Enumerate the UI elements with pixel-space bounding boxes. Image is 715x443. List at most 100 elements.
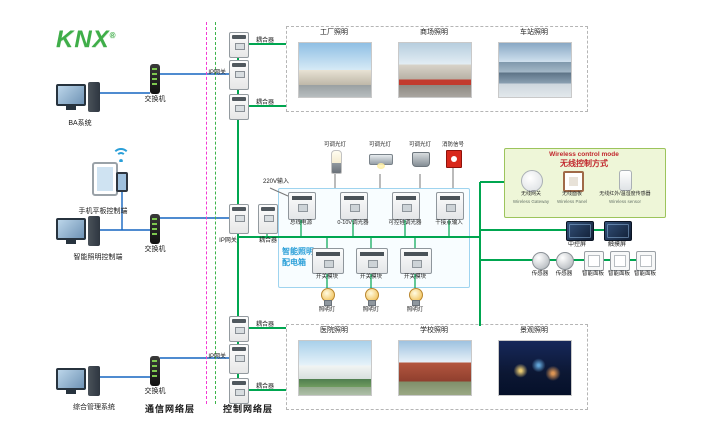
monitor-icon bbox=[56, 84, 86, 110]
monitor-icon bbox=[56, 218, 86, 244]
ethernet-switch-icon bbox=[150, 214, 160, 244]
switch-label: 交换机 bbox=[144, 96, 166, 103]
screen-label: 触摸屏 bbox=[607, 242, 626, 248]
coupler-label: 耦合器 bbox=[255, 384, 274, 390]
terminal-management-icon bbox=[56, 366, 102, 402]
coupler-icon bbox=[229, 378, 249, 404]
terminal-ba-label: BA系统 bbox=[68, 120, 92, 127]
coupler-label: 耦合器 bbox=[255, 100, 274, 106]
wireless-item-label-cn: 无线红外/温湿度传感器 bbox=[599, 191, 651, 197]
coupler-label: 耦合器 bbox=[255, 38, 274, 44]
tower-icon bbox=[88, 216, 100, 246]
gallery-label: 学校照明 bbox=[420, 327, 448, 334]
dimmable-lamp-label: 可调光灯 bbox=[408, 142, 431, 148]
mains-input-label: 220V输入 bbox=[262, 179, 289, 185]
coupler-icon bbox=[258, 204, 278, 234]
gallery-label: 景观照明 bbox=[520, 327, 548, 334]
dimmer-0-10v-module-icon bbox=[340, 192, 368, 220]
lamp-label: 照明灯 bbox=[406, 307, 424, 313]
dimmable-lamp-label: 可调光灯 bbox=[368, 142, 391, 148]
terminal-ba-icon bbox=[56, 82, 102, 118]
coupler-label: 耦合器 bbox=[258, 238, 277, 244]
bus-power-module-icon bbox=[288, 192, 316, 220]
coupler-icon bbox=[229, 94, 249, 120]
touch-screen-icon bbox=[604, 221, 632, 241]
wireless-item-label-en: Wireless Panel bbox=[556, 199, 587, 204]
sensor-label: 传感器 bbox=[555, 271, 573, 277]
coupler-label: 耦合器 bbox=[255, 322, 274, 328]
ip-gateway-icon bbox=[229, 60, 249, 90]
tower-icon bbox=[88, 366, 100, 396]
phone-icon bbox=[116, 172, 128, 192]
wireless-gateway-icon bbox=[521, 170, 543, 192]
ip-gateway-label: IP网关 bbox=[219, 238, 237, 244]
tower-icon bbox=[88, 82, 100, 112]
fire-signal-label: 消防信号 bbox=[441, 142, 464, 148]
wireless-sensor-icon bbox=[619, 170, 632, 191]
fire-alarm-icon bbox=[446, 150, 462, 168]
gallery-label: 工厂照明 bbox=[320, 29, 348, 36]
wireless-item-label-cn: 无线网关 bbox=[520, 191, 541, 197]
terminal-lighting-label: 智能照明控制端 bbox=[73, 254, 123, 261]
spotlight-icon bbox=[412, 152, 430, 167]
lamp-label: 照明灯 bbox=[362, 307, 380, 313]
ethernet-switch-icon bbox=[150, 356, 160, 386]
panel-label: 智能面板 bbox=[633, 271, 656, 277]
module-label: 开关模块 bbox=[315, 274, 338, 280]
ctrl-layer-label: 控制网络层 bbox=[222, 404, 273, 414]
module-label: 0-10V调光器 bbox=[337, 220, 369, 226]
ctrl-layer-divider bbox=[215, 22, 216, 404]
lamp-label: 照明灯 bbox=[318, 307, 336, 313]
sensor-label: 传感器 bbox=[531, 271, 549, 277]
ethernet-switch-icon bbox=[150, 64, 160, 94]
panel-label: 智能面板 bbox=[581, 271, 604, 277]
terminal-mobile-label: 手机平板控制端 bbox=[78, 208, 128, 215]
dimmable-lamp-label: 可调光灯 bbox=[323, 142, 346, 148]
ip-gateway-label: IP网关 bbox=[208, 70, 226, 76]
gallery-label: 医院照明 bbox=[320, 327, 348, 334]
ethernet-lines bbox=[100, 73, 229, 378]
knx-logo: KNX® bbox=[56, 26, 117, 54]
downlight-icon bbox=[369, 154, 393, 169]
photo-mall-lighting bbox=[398, 42, 472, 98]
smart-panel-icon bbox=[636, 251, 656, 271]
smart-panel-icon bbox=[610, 251, 630, 271]
switch-label: 交换机 bbox=[144, 388, 166, 395]
registered-mark: ® bbox=[109, 31, 117, 40]
module-label: 可控硅调光器 bbox=[388, 220, 422, 226]
module-label: 干接点输入 bbox=[435, 220, 463, 226]
dimmable-lamp-icon bbox=[331, 150, 342, 174]
wifi-icon bbox=[112, 148, 130, 162]
wireless-panel-icon bbox=[563, 171, 584, 192]
ip-gateway-label: IP网关 bbox=[208, 354, 226, 360]
lamp-bulb-icon bbox=[409, 288, 423, 306]
switch-actuator-module-icon bbox=[312, 248, 344, 274]
switch-actuator-module-icon bbox=[400, 248, 432, 274]
wireless-item-label-en: Wireless sensor bbox=[608, 199, 641, 204]
switch-actuator-module-icon bbox=[356, 248, 388, 274]
photo-factory-lighting bbox=[298, 42, 372, 98]
scr-dimmer-module-icon bbox=[392, 192, 420, 220]
photo-landscape-lighting bbox=[498, 340, 572, 396]
dry-contact-module-icon bbox=[436, 192, 464, 220]
screen-label: 中控屏 bbox=[567, 242, 586, 248]
sensor-icon bbox=[556, 252, 574, 270]
distribution-box-title: 配电箱 bbox=[282, 258, 306, 267]
distribution-box-title: 智能照明 bbox=[282, 247, 314, 256]
sensor-icon bbox=[532, 252, 550, 270]
photo-hospital-lighting bbox=[298, 340, 372, 396]
wireless-title-cn: 无线控制方式 bbox=[560, 159, 608, 168]
lamp-bulb-icon bbox=[365, 288, 379, 306]
photo-station-lighting bbox=[498, 42, 572, 98]
wireless-item-label-cn: 无线面板 bbox=[561, 191, 582, 197]
wireless-item-label-en: Wireless Gateway bbox=[512, 199, 550, 204]
module-label: 开关模块 bbox=[403, 274, 426, 280]
module-label: 开关模块 bbox=[359, 274, 382, 280]
panel-label: 智能面板 bbox=[607, 271, 630, 277]
monitor-icon bbox=[56, 368, 86, 394]
ip-gateway-icon bbox=[229, 204, 249, 234]
central-screen-icon bbox=[566, 221, 594, 241]
knx-logo-text: KNX bbox=[56, 26, 110, 53]
ip-gateway-icon bbox=[229, 344, 249, 374]
